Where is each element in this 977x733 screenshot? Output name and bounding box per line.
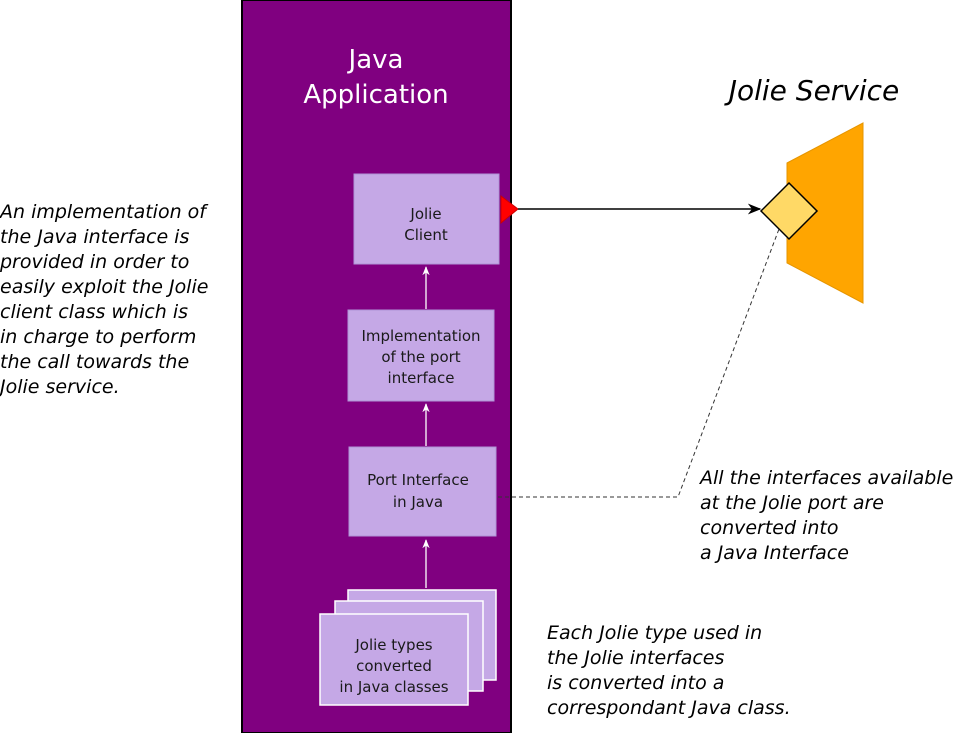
jolie-client-box <box>353 173 500 265</box>
implementation-box <box>347 309 495 402</box>
jolie-types-box-front <box>319 613 469 706</box>
port-interface-box <box>348 446 497 537</box>
dashed-connector <box>498 228 780 498</box>
jolie-types-label-line1: Jolie types <box>354 636 432 654</box>
input-port-icon <box>759 181 819 241</box>
output-port-icon <box>500 194 519 225</box>
jolie-types-label-line2: converted <box>356 657 432 675</box>
jolie-service-title: Jolie Service <box>724 74 900 107</box>
java-application-title-line2: Application <box>303 80 448 110</box>
port-interface-label-line1: Port Interface <box>367 471 469 489</box>
jolie-client-label-line1: Jolie <box>409 205 441 223</box>
jolie-client-label-line2: Client <box>404 226 448 244</box>
note-implementation: An implementation of the Java interface … <box>0 201 209 398</box>
note-port-interface: All the interfaces available at the Joli… <box>700 467 954 564</box>
note-jolie-types: Each Jolie type used in the Jolie interf… <box>547 622 791 719</box>
implementation-label-line2: of the port <box>381 348 460 366</box>
implementation-label-line1: Implementation <box>361 327 480 345</box>
port-interface-label-line2: in Java <box>393 493 443 511</box>
implementation-label-line3: interface <box>388 369 455 387</box>
java-application-title-line1: Java <box>347 45 404 75</box>
jolie-types-label-line3: in Java classes <box>339 678 448 696</box>
